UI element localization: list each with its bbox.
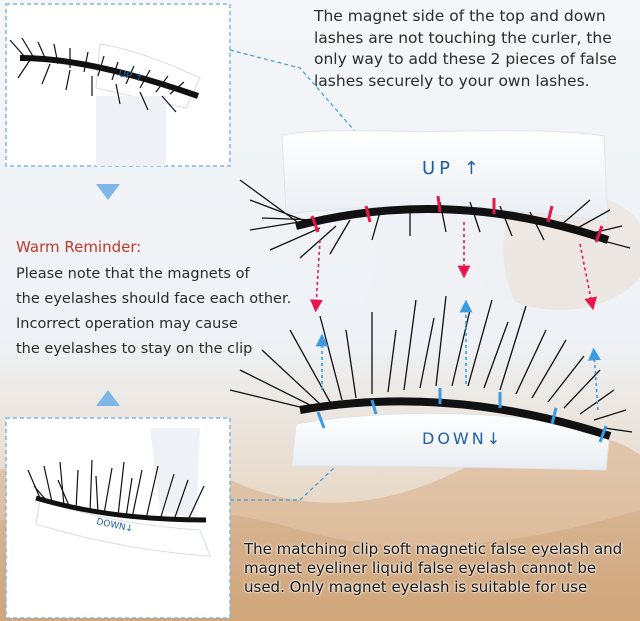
down-triangle-marker [96,184,120,200]
main-top-lash-band [294,205,610,244]
inset-top-clip-stem [96,96,166,166]
downward-magnet-arrows [309,222,598,313]
inset-top-lash-hairs [9,37,185,113]
inset-top-lash-band [19,55,199,99]
inset-bottom-lash-hairs [27,459,205,521]
top-magnet-marks [310,195,604,243]
inset-bottom-clip-stem [150,428,200,520]
up-triangle-marker [96,390,120,406]
main-top-lash-hairs [239,179,631,259]
inset-bottom-clip [35,499,211,557]
inset-bottom-lash-band [35,495,207,523]
top-caption: The magnet side of the top and down lash… [314,7,617,90]
reminder-line: Please note that the magnets of [16,266,250,282]
warm-reminder-body: Please note that the magnets of the eyel… [16,262,316,362]
upward-magnet-arrows [315,299,601,411]
main-up-label: UP ↑ [422,158,483,179]
reminder-line: the eyelashes should face each other. [16,291,292,307]
main-bottom-lash-hairs [229,295,633,433]
bottom-magnet-marks [316,388,608,443]
warm-reminder-title: Warm Reminder: [16,238,142,256]
reminder-line: Incorrect operation may cause [16,316,238,332]
main-clip-stem [350,210,530,330]
main-bottom-lash-band [299,397,612,440]
top-callout-line [229,49,381,161]
bottom-caption: The matching clip soft magnetic false ey… [244,540,623,596]
reminder-line: the eyelashes to stay on the clip [16,341,253,357]
main-bottom-clip [291,412,611,471]
main-down-label: DOWN↓ [422,429,503,448]
